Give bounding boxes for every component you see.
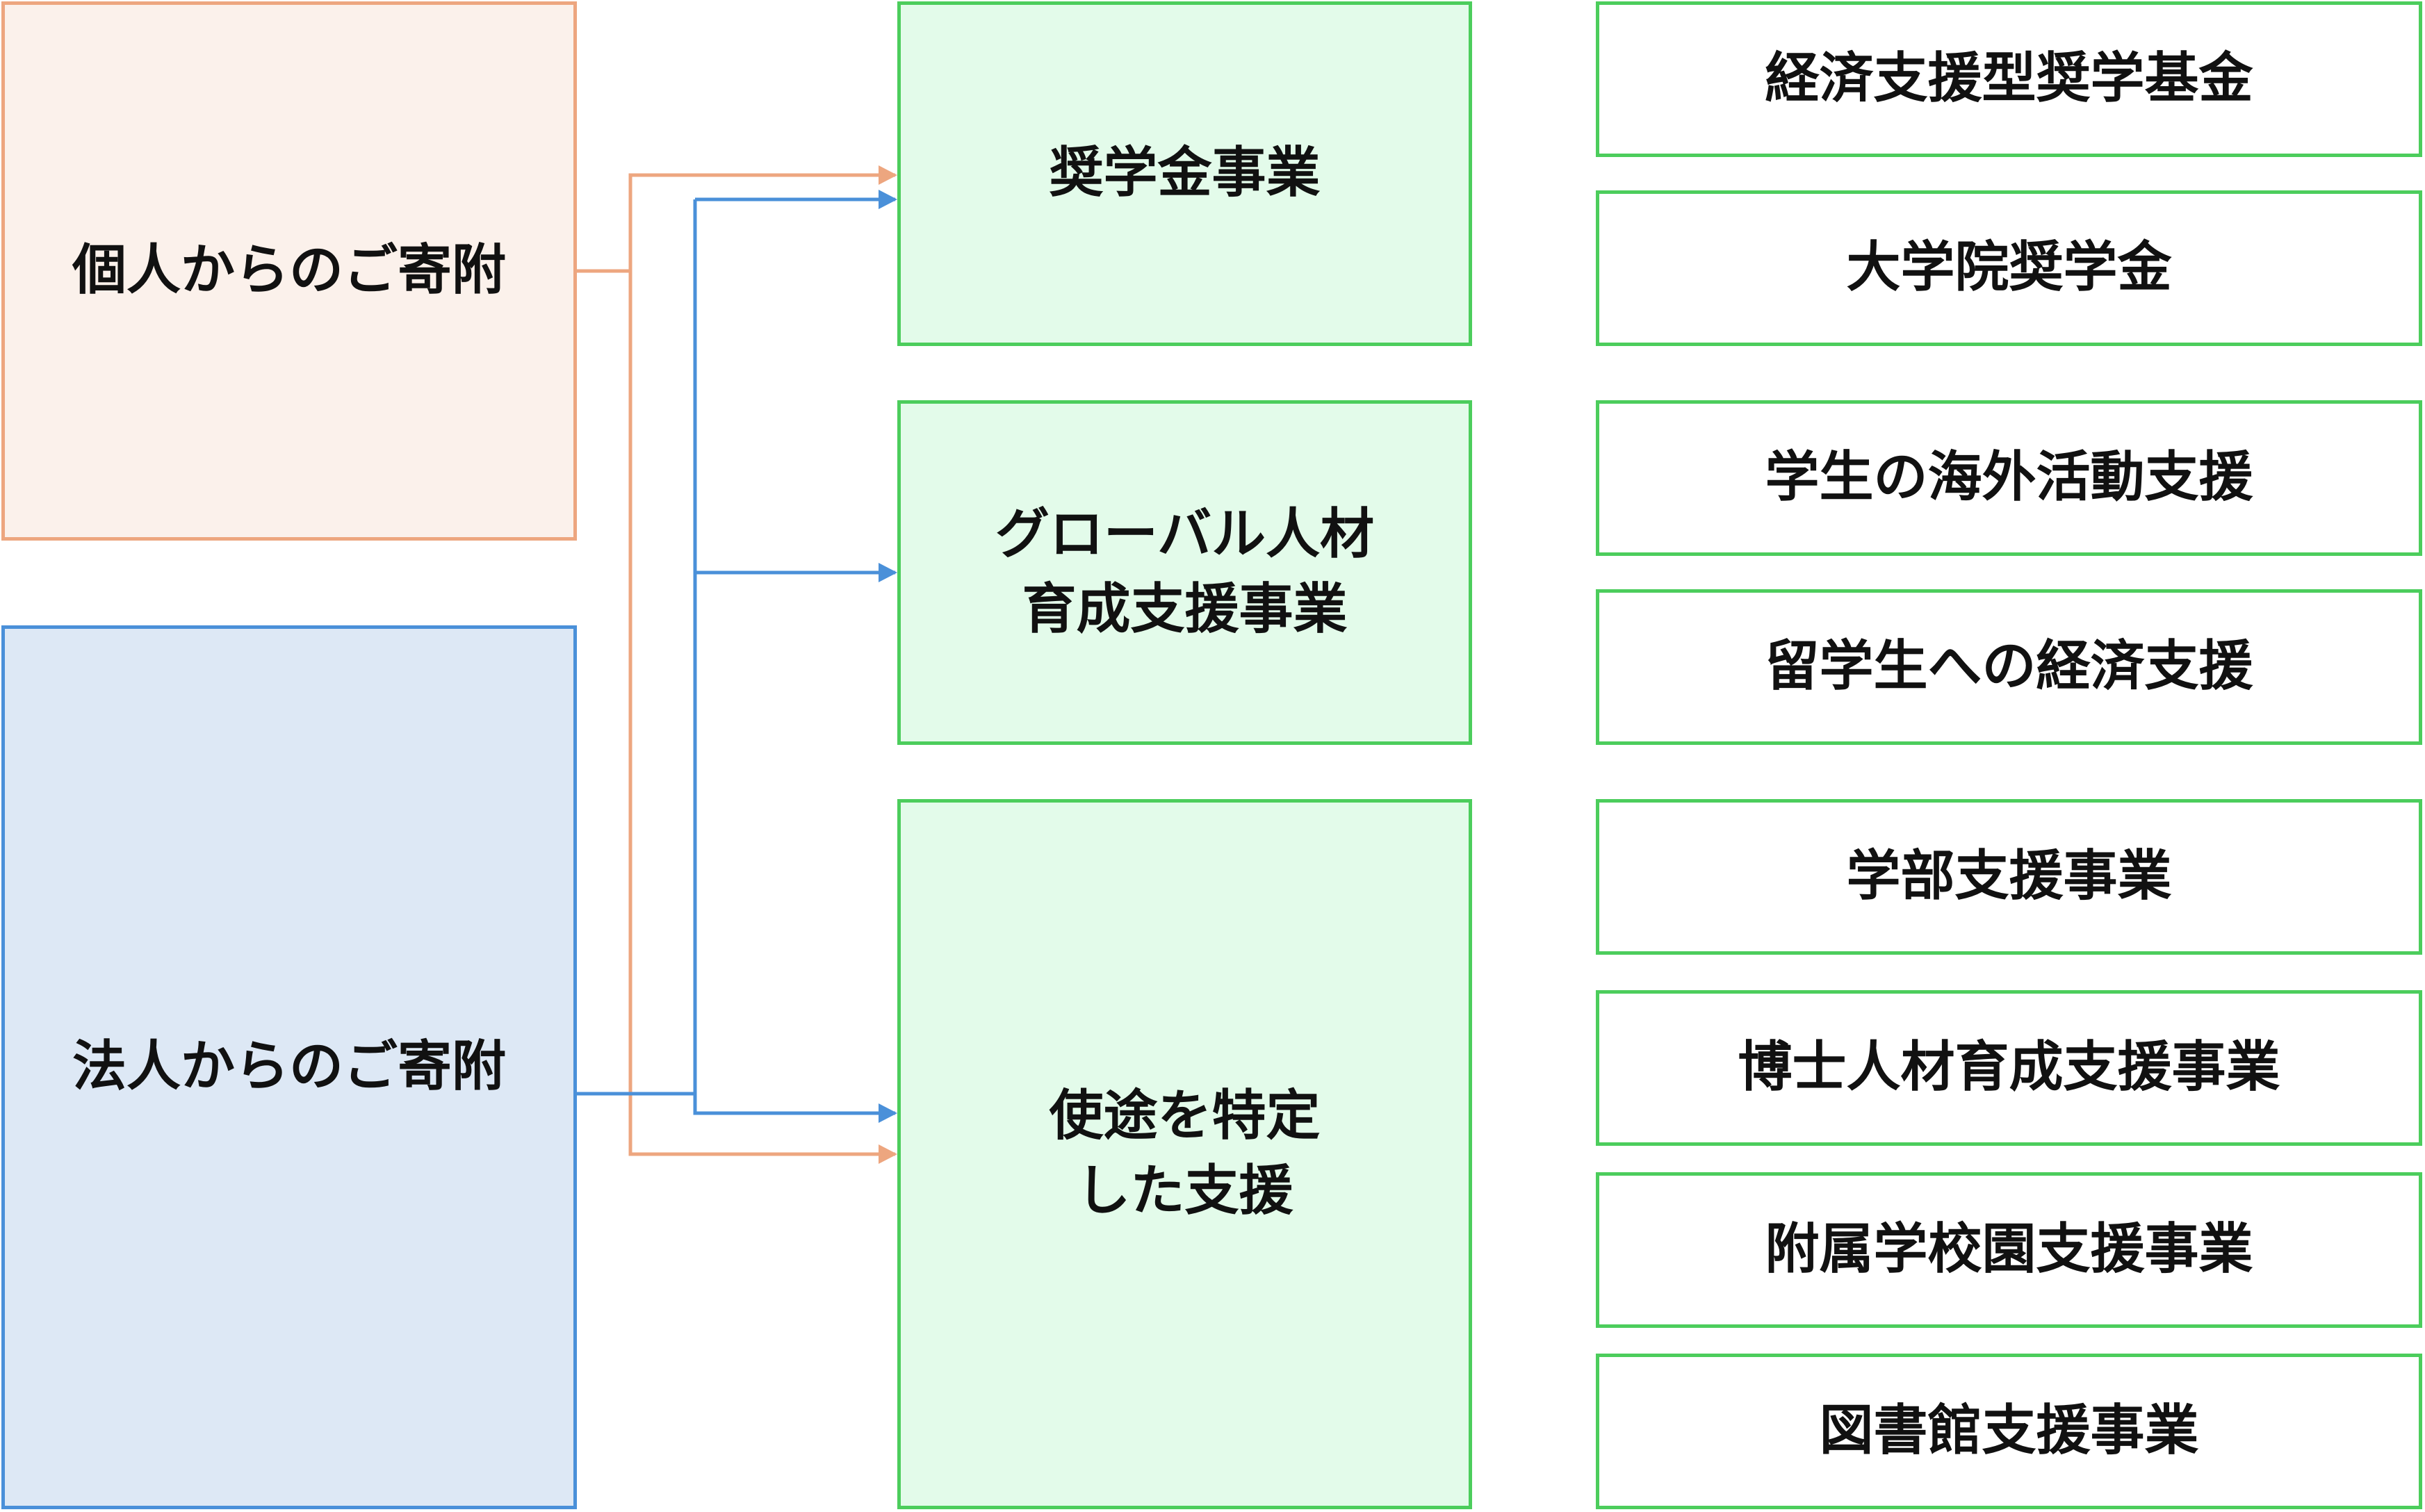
individual-to-scholarship-arrowhead: [879, 165, 897, 185]
program-global-talent-box: グローバル人材 育成支援事業: [897, 400, 1472, 745]
item-label: 附属学校園支援事業: [1765, 1218, 2253, 1281]
item-box: 附属学校園支援事業: [1596, 1172, 2422, 1328]
item-label: 大学院奨学金: [1846, 236, 2172, 299]
corporate-to-global-arrowhead: [879, 563, 897, 582]
item-label: 図書館支援事業: [1819, 1399, 2199, 1463]
individual-to-scholarship-line: [577, 173, 895, 273]
program-label: 使途を特定 した支援: [1049, 1085, 1321, 1222]
corporate-donation-box: 法人からのご寄附: [1, 625, 577, 1509]
program-designated-support-box: 使途を特定 した支援: [897, 799, 1472, 1509]
item-box: 留学生への経済支援: [1596, 589, 2422, 745]
corporate-to-scholarship-arrowhead: [879, 190, 897, 209]
item-label: 経済支援型奨学基金: [1765, 47, 2253, 110]
individual-to-designated-line: [628, 271, 895, 1156]
corporate-to-designated-arrowhead: [879, 1103, 897, 1123]
program-label: 奨学金事業: [1049, 142, 1321, 205]
item-label: 学部支援事業: [1846, 845, 2172, 908]
corporate-to-designated-line: [693, 1094, 895, 1115]
item-box: 経済支援型奨学基金: [1596, 1, 2422, 157]
item-label: 博士人材育成支援事業: [1738, 1036, 2280, 1099]
item-box: 博士人材育成支援事業: [1596, 990, 2422, 1146]
individual-to-designated-arrowhead: [879, 1144, 897, 1164]
individual-connectors: [577, 165, 897, 1164]
item-label: 学生の海外活動支援: [1765, 446, 2253, 509]
program-scholarship-box: 奨学金事業: [897, 1, 1472, 346]
corporate-trunk-line: [577, 199, 697, 1096]
item-box: 学生の海外活動支援: [1596, 400, 2422, 556]
corporate-donation-label: 法人からのご寄附: [72, 1035, 506, 1099]
item-box: 学部支援事業: [1596, 799, 2422, 955]
item-label: 留学生への経済支援: [1765, 635, 2253, 698]
individual-donation-box: 個人からのご寄附: [1, 1, 577, 541]
program-label: グローバル人材 育成支援事業: [995, 503, 1375, 641]
item-box: 大学院奨学金: [1596, 190, 2422, 346]
item-box: 図書館支援事業: [1596, 1354, 2422, 1509]
individual-donation-label: 個人からのご寄附: [72, 239, 506, 302]
corporate-connectors: [577, 190, 897, 1123]
